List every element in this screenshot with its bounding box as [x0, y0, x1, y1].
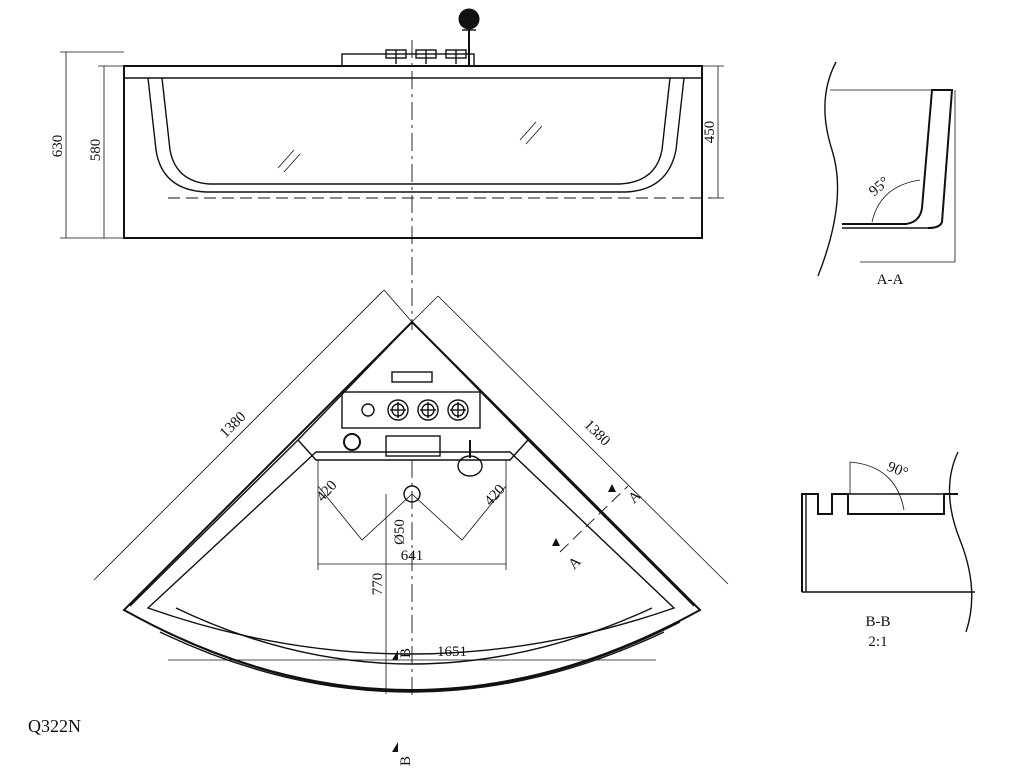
basin-plan — [146, 451, 676, 655]
dim-jet-spacing: 641 — [401, 548, 424, 564]
glass-hatch-right — [519, 121, 543, 145]
section-a-arrow-bottom — [552, 538, 560, 546]
section-a-a: 95° A-A — [817, 61, 956, 288]
section-a-marker-top: A — [626, 488, 645, 507]
dim-width: 1651 — [437, 644, 467, 660]
section-a-line — [559, 485, 629, 553]
front-elevation: 630 580 450 — [50, 8, 724, 330]
faucet-knob-3 — [445, 49, 467, 64]
model-label: Q322N — [28, 716, 81, 736]
valve-icon-3 — [447, 399, 469, 421]
basin-inner — [161, 77, 671, 185]
plan-view: 420 420 Ø50 641 770 1651 1380 1380 A A B… — [93, 289, 729, 766]
dim-depth: 770 — [370, 573, 386, 596]
dim-overall-height: 630 — [50, 135, 66, 158]
control-panel — [341, 391, 481, 429]
section-b-marker-top: B — [398, 648, 414, 658]
section-b-title: B-B — [865, 614, 890, 630]
section-b-arrow-top — [392, 650, 398, 660]
section-b-marker-bottom: B — [398, 756, 414, 766]
display-panel — [391, 371, 433, 383]
dim-inner-height: 580 — [88, 139, 104, 162]
angle-arc-b — [849, 461, 905, 511]
wall-profile — [842, 89, 954, 229]
dim-side-right: 1380 — [581, 417, 614, 450]
tub-outline — [123, 65, 703, 239]
right-seat-edge — [527, 439, 695, 607]
spout-housing — [385, 435, 441, 457]
rim-profile — [801, 493, 958, 592]
front-arc-mid — [159, 631, 665, 693]
angle-a: 95° — [866, 174, 892, 200]
angle-b: 90° — [885, 459, 910, 482]
angle-arc-a — [871, 179, 921, 223]
faucet-deck — [341, 53, 475, 67]
section-a-arrow-top — [608, 484, 616, 492]
dim-side-left: 1380 — [217, 409, 250, 442]
left-seat-edge — [129, 439, 299, 607]
deck-triangle — [297, 321, 529, 441]
section-b-scale: 2:1 — [868, 634, 887, 650]
faucet-knob-2 — [415, 49, 437, 64]
hand-shower-icon — [457, 440, 483, 477]
dim-water-depth: 450 — [702, 121, 718, 144]
section-a-marker-bottom: A — [566, 554, 585, 573]
deck-front-edge — [297, 439, 529, 461]
valve-icon-2 — [417, 399, 439, 421]
dim-jet-offset-right: 420 — [482, 482, 509, 509]
faucet-knob-1 — [385, 49, 407, 64]
section-b-arrow-bottom — [392, 742, 398, 752]
section-b-b: 90° B-B 2:1 — [801, 451, 975, 650]
valve-icon-1 — [387, 399, 409, 421]
glass-hatch-left — [277, 149, 301, 173]
break-line-b — [948, 451, 973, 633]
shower-head-icon — [458, 8, 480, 66]
front-arc-outer — [145, 621, 681, 692]
dim-drain-dia: Ø50 — [392, 519, 408, 545]
section-a-title: A-A — [877, 272, 904, 288]
basin-outline — [147, 77, 685, 193]
overflow-icon — [343, 433, 361, 451]
dim-jet-offset-left: 420 — [314, 478, 341, 505]
break-line-a — [817, 61, 839, 277]
button-icon — [361, 403, 375, 417]
